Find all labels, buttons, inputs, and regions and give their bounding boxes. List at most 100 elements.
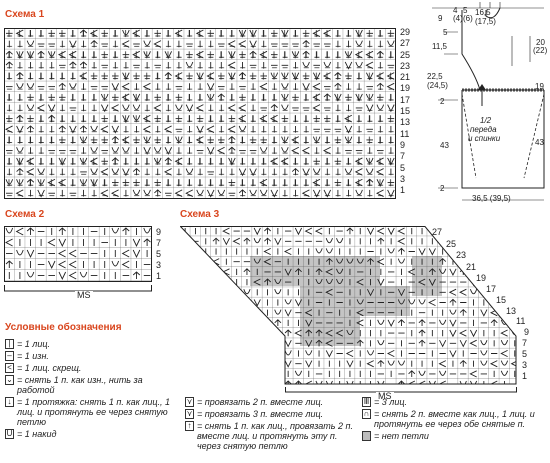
dim-left-e: 2 [440, 97, 445, 106]
s3-row-23: 23 [456, 250, 467, 260]
scheme3-repeat-label: MS [376, 391, 394, 401]
row-number: 3 [400, 173, 406, 184]
dim-top-e: (17,5) [475, 17, 496, 26]
scheme2-row-numbers: 9 7 5 3 1 [156, 228, 170, 283]
legend-col-3: Ⅲ= 3 лиц. ∩= снять 2 п. вместе как лиц.,… [362, 397, 548, 441]
legend-item: U= 1 накид [5, 429, 175, 439]
s3-row-3: 3 [522, 360, 528, 370]
row-number: 5 [156, 249, 162, 259]
dim-left-g: 2 [440, 184, 445, 193]
dim-right-a: 20 [536, 38, 545, 47]
knit-three-icon: Ⅲ [362, 397, 371, 407]
s3-row-27: 27 [432, 227, 443, 237]
knit-icon: | [5, 339, 14, 349]
s3-row-11: 11 [516, 316, 526, 326]
legend-col-2: ⋎= провязать 2 п. вместе лиц. ⋎= провяза… [185, 397, 357, 451]
center-label-3: и спинки [468, 134, 501, 143]
pull-through-icon: ↓ [5, 397, 14, 407]
dim-left-f: 43 [440, 141, 449, 150]
dim-left-c: 22,5 [427, 72, 443, 81]
legend-text: = 1 лиц. скрещ. [17, 363, 82, 373]
legend-text: = 3 лиц. [374, 397, 407, 407]
row-number: 9 [156, 227, 162, 237]
legend-text: = снять 2 п. вместе как лиц., 1 лиц. и п… [374, 409, 535, 429]
dim-right-c: 19 [535, 82, 544, 91]
row-number: 25 [400, 49, 411, 60]
sk2p-icon: ↑ [185, 421, 194, 431]
row-number: 3 [156, 260, 162, 270]
s3-row-1: 1 [522, 371, 528, 381]
k3tog-icon: ⋎ [185, 409, 194, 419]
row-number: 17 [400, 94, 411, 105]
legend-item: ⋎= провязать 2 п. вместе лиц. [185, 397, 357, 407]
row-number: 15 [400, 106, 411, 117]
yarn-over-icon: U [5, 429, 14, 439]
row-number: 19 [400, 83, 411, 94]
s3-row-13: 13 [506, 306, 517, 316]
scheme1-row-numbers: 29 27 25 23 21 19 17 15 13 11 9 7 5 3 1 [400, 27, 420, 197]
scheme3-repeat-bracket [285, 387, 517, 393]
row-number: 7 [400, 151, 406, 162]
row-number: 1 [400, 185, 406, 196]
garment-schematic [432, 2, 545, 201]
dim-left-b: 11,5 [432, 42, 447, 51]
scheme3-chart [180, 226, 517, 385]
legend-item: ∩= снять 2 п. вместе как лиц., 1 лиц. и … [362, 409, 548, 429]
dim-left-a: 5 [443, 28, 448, 37]
legend-text: = снять 1 п. как изн., нить за работой [17, 375, 143, 395]
dim-top-d: 16,5 [475, 8, 491, 17]
row-number: 27 [400, 38, 411, 49]
row-number: 29 [400, 27, 411, 37]
dim-top-b: 4 [453, 6, 458, 15]
scheme3-title: Схема 3 [180, 209, 220, 220]
s3-row-5: 5 [522, 349, 528, 359]
twisted-knit-icon: < [5, 363, 14, 373]
legend-item: Ⅲ= 3 лиц. [362, 397, 548, 407]
row-number: 7 [156, 238, 162, 248]
dim-top-f: (4) [453, 14, 463, 23]
legend-item: –= 1 изн. [5, 351, 175, 361]
legend-text: = провязать 2 п. вместе лиц. [197, 397, 324, 407]
s3-row-19: 19 [476, 273, 487, 283]
row-number: 5 [400, 162, 406, 173]
slip-stitch-icon: ⌄ [5, 375, 14, 385]
s3-row-17: 17 [486, 284, 497, 294]
legend-text: = 1 изн. [17, 351, 49, 361]
legend-item: = нет петли [362, 431, 548, 441]
scheme2-chart [4, 226, 152, 282]
row-number: 9 [400, 139, 406, 150]
center-label-2: переда [470, 125, 497, 134]
dim-top-a: 9 [438, 14, 443, 23]
legend-text: = нет петли [374, 431, 429, 441]
row-number: 1 [156, 271, 162, 281]
scheme2-repeat-label: MS [75, 290, 93, 300]
dim-right-b: (22) [533, 46, 548, 55]
legend-item: ⌄= снять 1 п. как изн., нить за работой [5, 375, 175, 395]
legend-text: = снять 1 п. как лиц., провязать 2 п. вм… [197, 421, 353, 451]
dim-bottom: 36,5 (39,5) [472, 194, 511, 203]
legend-item: ⋎= провязать 3 п. вместе лиц. [185, 409, 357, 419]
dim-right-d: 43 [535, 138, 544, 147]
s3-row-7: 7 [522, 338, 528, 348]
legend-text: = 1 накид [17, 429, 57, 439]
scheme1-chart [4, 28, 396, 199]
legend-item: <= 1 лиц. скрещ. [5, 363, 175, 373]
legend-item: ↑= снять 1 п. как лиц., провязать 2 п. в… [185, 421, 357, 451]
row-number: 21 [400, 72, 411, 83]
legend-text: = 1 лиц. [17, 339, 50, 349]
k2tog-icon: ⋎ [185, 397, 194, 407]
center-label-1: 1/2 [480, 116, 492, 125]
legend-item: ↓= 1 протяжка: снять 1 п. как лиц., 1 ли… [5, 397, 175, 427]
purl-icon: – [5, 351, 14, 361]
dim-top-g: (6) [463, 14, 473, 23]
legend-item: |= 1 лиц. [5, 339, 175, 349]
row-number: 23 [400, 60, 411, 71]
row-number: 11 [400, 128, 410, 139]
s2kp-icon: ∩ [362, 409, 371, 419]
no-stitch-icon [362, 431, 371, 441]
scheme1-title: Схема 1 [5, 9, 45, 20]
dim-top-c: 5 [463, 6, 468, 15]
row-number: 13 [400, 117, 411, 128]
legend-title: Условные обозначения [5, 322, 122, 333]
legend-col-1: |= 1 лиц. –= 1 изн. <= 1 лиц. скрещ. ⌄= … [5, 339, 175, 439]
